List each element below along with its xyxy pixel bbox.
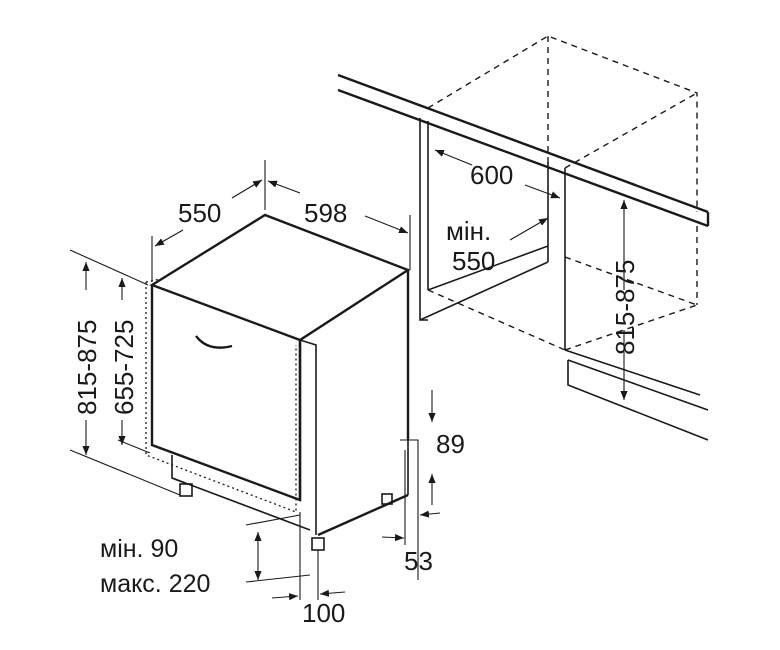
label-foot-100: 100 [302, 598, 345, 628]
dishwasher-base-side-edge [317, 493, 409, 537]
dim-53-arrow-left [381, 533, 405, 542]
ext-total-height-top [69, 249, 149, 286]
label-depth-550: 550 [178, 198, 221, 228]
plinth-detail [171, 477, 186, 484]
label-total-height: 815-875 [72, 320, 102, 415]
left-cabinet-bottom [427, 245, 549, 291]
foot-back-right [381, 493, 393, 505]
dim-550-arrow-left [154, 229, 184, 247]
label-plinth-89: 89 [436, 429, 465, 459]
foot-front-right [311, 537, 325, 551]
dishwasher-top [149, 213, 411, 342]
niche-floor-dashed-side [564, 304, 698, 351]
dimension-lines [69, 160, 441, 601]
dishwasher-front-panel [150, 285, 302, 502]
dim-100-arrow-right [319, 589, 346, 597]
label-niche-depth-prefix: мін. [446, 216, 491, 246]
countertop-bottom-edge [337, 88, 709, 228]
ext-plinth-front [400, 439, 419, 580]
dim-600-right-arrow [524, 184, 561, 199]
dim-100-arrow-left [271, 593, 299, 601]
dim-600-left-arrow [434, 149, 473, 166]
dim-53-arrow [419, 510, 441, 518]
niche-floor-dashed-front [427, 289, 566, 351]
label-leg-max: макс. 220 [100, 570, 210, 598]
label-niche-height: 815-875 [610, 260, 640, 355]
label-leg-min: мін. 90 [100, 535, 178, 563]
ext-door-height-bottom [117, 439, 151, 454]
label-niche-width-600: 600 [470, 160, 513, 190]
niche-cabinet [337, 35, 710, 441]
niche-floor-dashed-back [564, 256, 698, 306]
left-cabinet-front [419, 118, 428, 321]
door-frame-dotted [145, 282, 297, 513]
label-width-598: 598 [304, 198, 347, 228]
foot-front-left [179, 483, 193, 497]
right-cabinet-plinth-top [567, 359, 709, 411]
countertop-top-edge [337, 73, 709, 214]
dim-550-arrow-right [231, 179, 263, 199]
upper-cabinet-dashed-outline [427, 35, 698, 212]
label-niche-depth-value: 550 [452, 246, 495, 276]
upper-cabinet-dashed-diagonal [564, 92, 698, 169]
label-plinth-53: 53 [404, 546, 433, 576]
dim-598-arrow-right [364, 215, 409, 234]
ext-leg-bottom [245, 574, 311, 583]
ext-total-height-bottom [69, 449, 181, 496]
dim-598-arrow-left [267, 180, 301, 194]
right-cabinet-floor-edge [564, 349, 701, 396]
right-cabinet-plinth [567, 360, 709, 441]
door-frame-dotted-top [145, 278, 161, 283]
left-cabinet-plinth [419, 261, 549, 321]
dishwasher-door-thickness [299, 339, 317, 535]
dimension-labels: 550 598 600 мін. 550 815-875 815-875 655… [72, 160, 640, 628]
door-handle [195, 335, 233, 349]
dishwasher [145, 213, 411, 551]
dim-niche-depth-arrow [509, 217, 549, 241]
ext-leg-top [245, 514, 301, 526]
label-door-height: 655-725 [109, 320, 139, 415]
